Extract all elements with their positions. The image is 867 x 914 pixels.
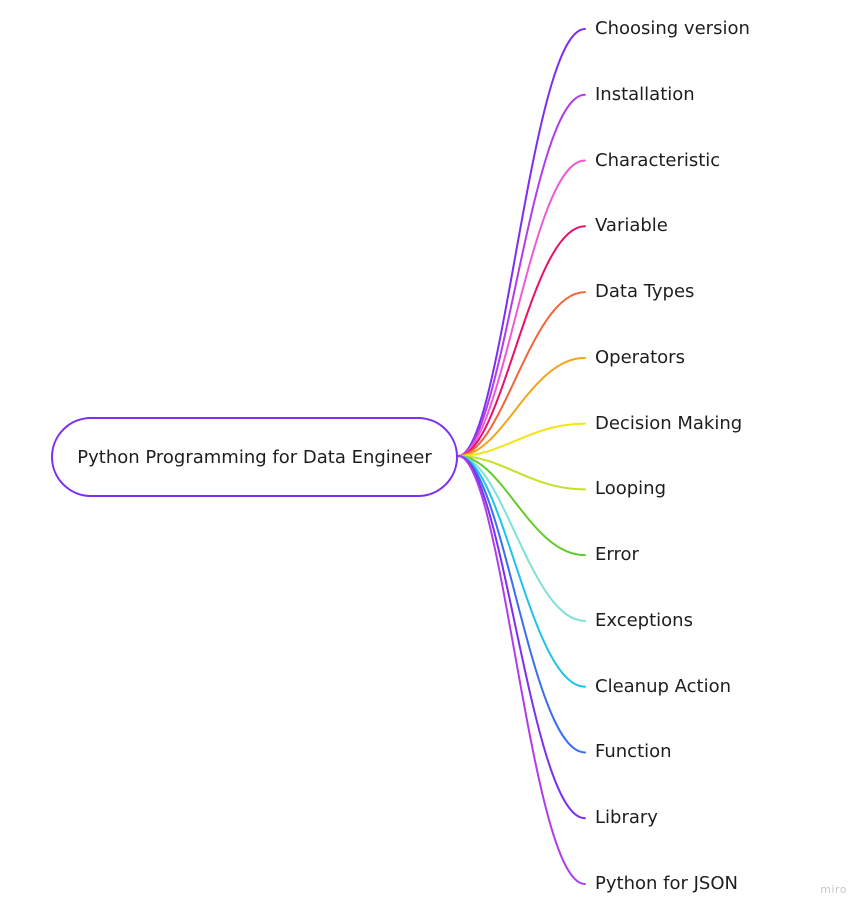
root-node-label: Python Programming for Data Engineer: [77, 446, 432, 468]
branch-node[interactable]: Data Types: [595, 281, 695, 303]
branch-connector: [457, 28, 586, 457]
branch-connector: [457, 93, 586, 457]
branch-node[interactable]: Installation: [595, 83, 695, 105]
branch-node[interactable]: Decision Making: [595, 412, 743, 434]
branch-connector: [457, 455, 586, 754]
branch-node[interactable]: Function: [595, 741, 672, 763]
branch-connector: [457, 455, 586, 688]
branch-node[interactable]: Operators: [595, 346, 685, 368]
miro-watermark: miro: [820, 883, 847, 896]
branch-connector: [457, 455, 586, 820]
branch-connector: [457, 159, 586, 457]
root-node[interactable]: Python Programming for Data Engineer: [51, 417, 458, 497]
branch-node[interactable]: Cleanup Action: [595, 675, 732, 697]
branch-connector: [457, 225, 586, 457]
branch-node[interactable]: Characteristic: [595, 149, 721, 171]
branch-node[interactable]: Error: [595, 544, 639, 566]
branch-connector: [457, 455, 586, 885]
branch-node[interactable]: Choosing version: [595, 18, 750, 39]
branch-connector: [457, 455, 586, 622]
branch-connector: [457, 422, 586, 457]
branch-connector: [457, 455, 586, 557]
branch-connector: [457, 291, 586, 457]
branch-node[interactable]: Python for JSON: [595, 873, 738, 894]
branch-connector: [457, 356, 586, 457]
branch-node[interactable]: Library: [595, 807, 658, 829]
branch-connector: [457, 455, 586, 491]
branch-node[interactable]: Exceptions: [595, 609, 693, 631]
branch-node[interactable]: Variable: [595, 215, 668, 237]
branch-node[interactable]: Looping: [595, 478, 666, 500]
